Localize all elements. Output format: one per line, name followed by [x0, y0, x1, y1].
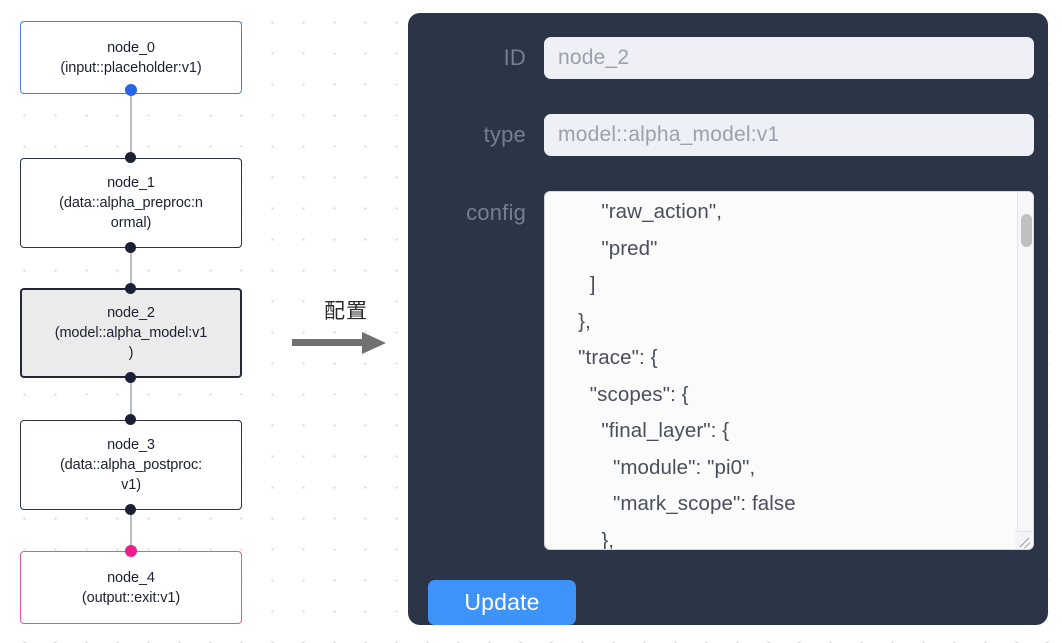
port-node_1-in[interactable] — [125, 152, 136, 163]
type-field-label: type — [483, 122, 526, 147]
config-textarea-content[interactable]: "raw_action", "pred" ] }, "trace": { "sc… — [578, 200, 796, 550]
graph-node-label: node_4 (output::exit:v1) — [81, 569, 181, 606]
config-scrollbar-thumb[interactable] — [1021, 214, 1032, 247]
port-node_3-in[interactable] — [125, 414, 136, 425]
annotation-label: 配置 — [296, 298, 396, 324]
field-row-type: type — [426, 114, 1038, 156]
config-resize-handle-icon[interactable] — [1015, 531, 1032, 548]
annotation-text: 配置 — [324, 299, 368, 323]
config-field-label: config — [466, 200, 526, 225]
edge-node1-node2 — [130, 244, 132, 292]
edge-node3-node4 — [130, 506, 132, 555]
graph-node-label: node_0 (input::placeholder:v1) — [60, 39, 202, 76]
port-node_1-out[interactable] — [125, 242, 136, 253]
id-input[interactable] — [544, 37, 1034, 79]
graph-node-node_4[interactable]: node_4 (output::exit:v1) — [20, 551, 242, 624]
node-config-panel: ID type config "raw_action", "pred" ] },… — [408, 13, 1048, 625]
config-scrollbar[interactable] — [1017, 192, 1033, 549]
graph-canvas[interactable]: node_0 (input::placeholder:v1) node_1 (d… — [0, 0, 400, 643]
graph-node-node_2[interactable]: node_2 (model::alpha_model:v1 ) — [20, 288, 242, 378]
port-node_0-out[interactable] — [125, 84, 137, 96]
config-textarea[interactable]: "raw_action", "pred" ] }, "trace": { "sc… — [544, 191, 1034, 550]
type-input[interactable] — [544, 114, 1034, 156]
id-field-label: ID — [503, 45, 526, 70]
graph-node-node_1[interactable]: node_1 (data::alpha_preproc:n ormal) — [20, 158, 242, 248]
annotation-arrow-icon — [292, 330, 388, 356]
port-node_2-out[interactable] — [125, 372, 136, 383]
field-row-id: ID — [426, 37, 1038, 79]
graph-node-node_3[interactable]: node_3 (data::alpha_postproc: v1) — [20, 420, 242, 510]
port-node_2-in[interactable] — [125, 283, 136, 294]
update-button[interactable]: Update — [428, 580, 576, 625]
graph-node-label: node_2 (model::alpha_model:v1 ) — [54, 305, 208, 361]
field-row-config: config "raw_action", "pred" ] }, "trace"… — [426, 191, 1038, 550]
port-node_4-in[interactable] — [125, 545, 137, 557]
edge-node2-node3 — [130, 374, 132, 424]
graph-node-label: node_1 (data::alpha_preproc:n ormal) — [59, 175, 203, 231]
edge-node0-node1 — [130, 90, 132, 162]
port-node_3-out[interactable] — [125, 504, 136, 515]
graph-node-label: node_3 (data::alpha_postproc: v1) — [59, 437, 203, 493]
